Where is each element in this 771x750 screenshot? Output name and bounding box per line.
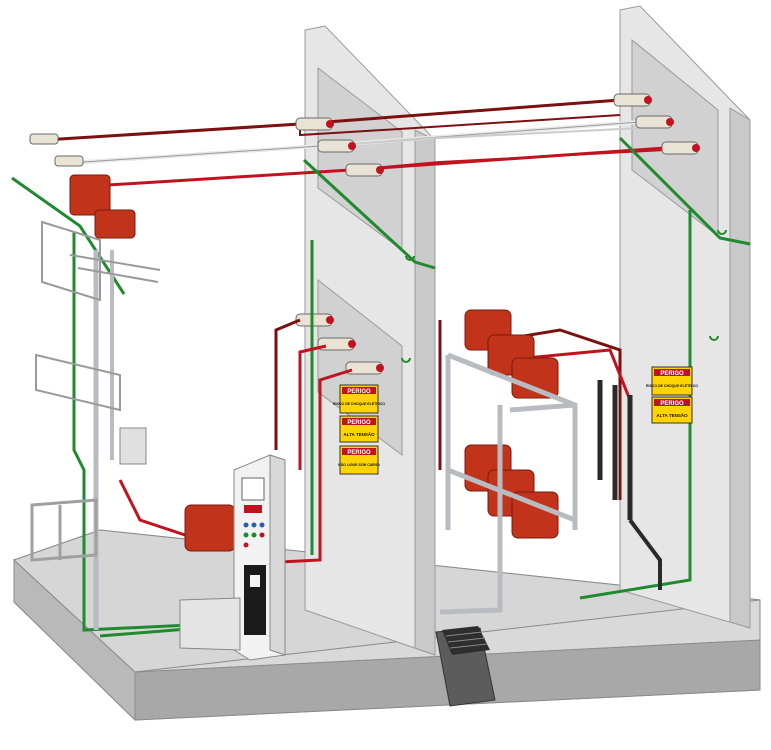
- warning-sign: PERIGO ALTA TENSÃO: [339, 415, 379, 443]
- interconnecting-cables: [118, 318, 632, 564]
- steel-frames: [439, 352, 578, 615]
- insulator-bushings: [29, 93, 700, 375]
- sign-title: PERIGO: [347, 420, 371, 426]
- warning-sign: PERIGO ALTA TENSÃO: [651, 396, 693, 424]
- warning-sign: PERIGO NÃO LIGUE SOB CARGA: [338, 445, 380, 475]
- warning-signs-left: PERIGO RISCO DE CHOQUE ELÉTRICO PERIGO A…: [333, 384, 385, 475]
- right-wall: [619, 5, 751, 629]
- cable-trench: [435, 626, 496, 707]
- warning-signs-right: PERIGO RISCO DE CHOQUE ELÉTRICO PERIGO A…: [646, 366, 698, 424]
- sign-text: ALTA TENSÃO: [343, 431, 375, 437]
- ground-clamps: [401, 229, 727, 363]
- ground-conductors: [11, 136, 751, 638]
- sign-title: PERIGO: [347, 389, 371, 395]
- sign-text: NÃO LIGUE SOB CARGA: [338, 462, 380, 467]
- warning-sign: PERIGO RISCO DE CHOQUE ELÉTRICO: [333, 384, 385, 414]
- pole-structure: [30, 220, 161, 630]
- warning-sign: PERIGO RISCO DE CHOQUE ELÉTRICO: [646, 366, 698, 396]
- sign-text: RISCO DE CHOQUE ELÉTRICO: [333, 401, 385, 406]
- sign-title: PERIGO: [660, 401, 684, 407]
- cable-terminations: [597, 380, 662, 590]
- control-panel: [179, 454, 286, 661]
- sign-title: PERIGO: [347, 450, 371, 456]
- sign-title: PERIGO: [660, 371, 684, 377]
- sign-text: RISCO DE CHOQUE ELÉTRICO: [646, 383, 698, 388]
- sign-text: ALTA TENSÃO: [656, 412, 688, 418]
